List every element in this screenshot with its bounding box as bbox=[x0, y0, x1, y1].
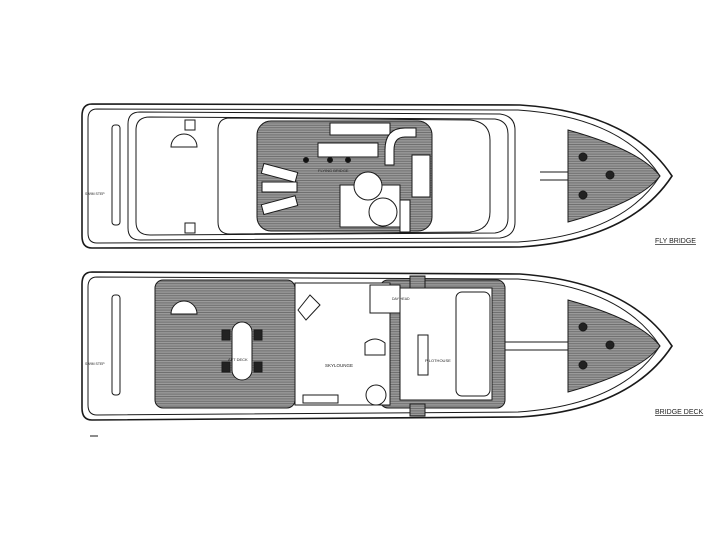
dining-table bbox=[231, 321, 253, 381]
room-label-swim-step: SWIM STEP bbox=[85, 192, 105, 196]
room-label-day-head: DAY HEAD bbox=[392, 297, 410, 301]
bridge-deck-plan bbox=[81, 271, 673, 437]
deck-title-bridge-deck: BRIDGE DECK bbox=[655, 409, 704, 416]
aft-deck-teak bbox=[154, 279, 296, 409]
deck-title-fly-bridge: FLY BRIDGE bbox=[655, 238, 696, 245]
room-label-swim-step: SWIM STEP bbox=[85, 362, 105, 366]
room-label-skylounge: SKYLOUNGE bbox=[325, 363, 353, 368]
fly-bridge-plan bbox=[81, 103, 673, 249]
room-label-pilothouse: PILOTHOUSE bbox=[425, 358, 451, 363]
hull-outline bbox=[81, 271, 673, 421]
room-label-flying-bridge: FLYING BRIDGE bbox=[318, 168, 349, 173]
hull-outline bbox=[81, 103, 673, 249]
superstructure bbox=[127, 111, 516, 241]
room-label-aft-deck: AFT DECK bbox=[228, 357, 248, 362]
